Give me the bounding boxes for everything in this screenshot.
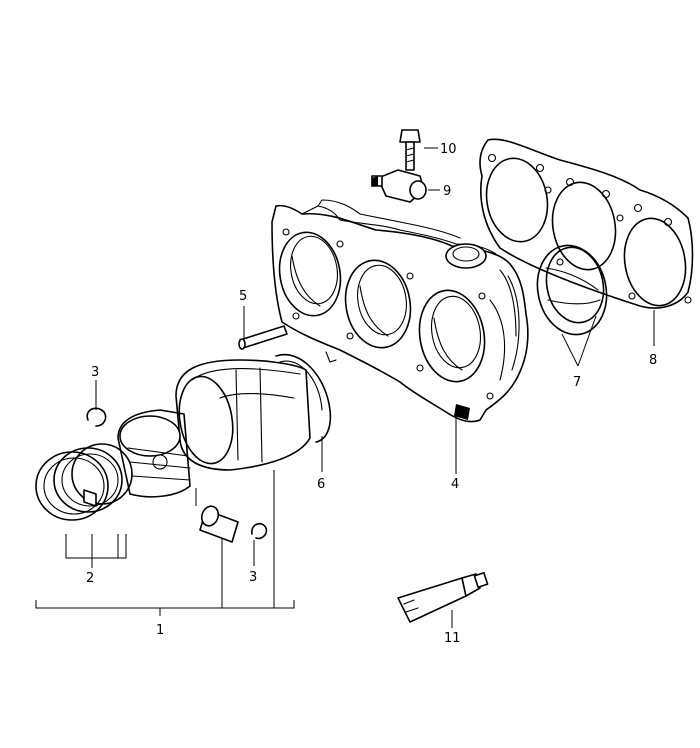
crankcase bbox=[271, 199, 529, 423]
cylinder-sealing-ring bbox=[536, 244, 608, 336]
callout-11: 11 bbox=[444, 631, 461, 646]
callout-6: 6 bbox=[317, 477, 325, 492]
callout-3-bottom: 3 bbox=[249, 570, 257, 585]
callout-1: 1 bbox=[156, 623, 164, 638]
knock-sensor bbox=[371, 169, 427, 203]
dowel-pin bbox=[238, 325, 288, 350]
callout-10: 10 bbox=[440, 142, 457, 157]
callout-3-top: 3 bbox=[91, 365, 99, 380]
cylinder-seal bbox=[275, 353, 332, 443]
circlip-top bbox=[86, 407, 107, 427]
piston-pin bbox=[199, 505, 239, 543]
callout-5: 5 bbox=[239, 289, 247, 304]
cylinder-liner bbox=[175, 359, 311, 471]
callout-9: 9 bbox=[443, 184, 451, 199]
circlip-bottom bbox=[251, 522, 268, 540]
cylinder-head-gasket bbox=[479, 138, 694, 309]
callout-2: 2 bbox=[86, 571, 94, 586]
sensor-bolt bbox=[399, 129, 421, 171]
sealant-tube bbox=[397, 571, 489, 623]
callout-7: 7 bbox=[573, 375, 581, 390]
callout-8: 8 bbox=[649, 353, 657, 368]
piston bbox=[117, 409, 191, 498]
piston-rings bbox=[35, 443, 133, 521]
callout-4: 4 bbox=[451, 477, 459, 492]
callout-labels: 1 2 3 3 4 5 6 7 8 9 10 11 bbox=[86, 142, 657, 646]
leader-lines bbox=[35, 147, 655, 628]
